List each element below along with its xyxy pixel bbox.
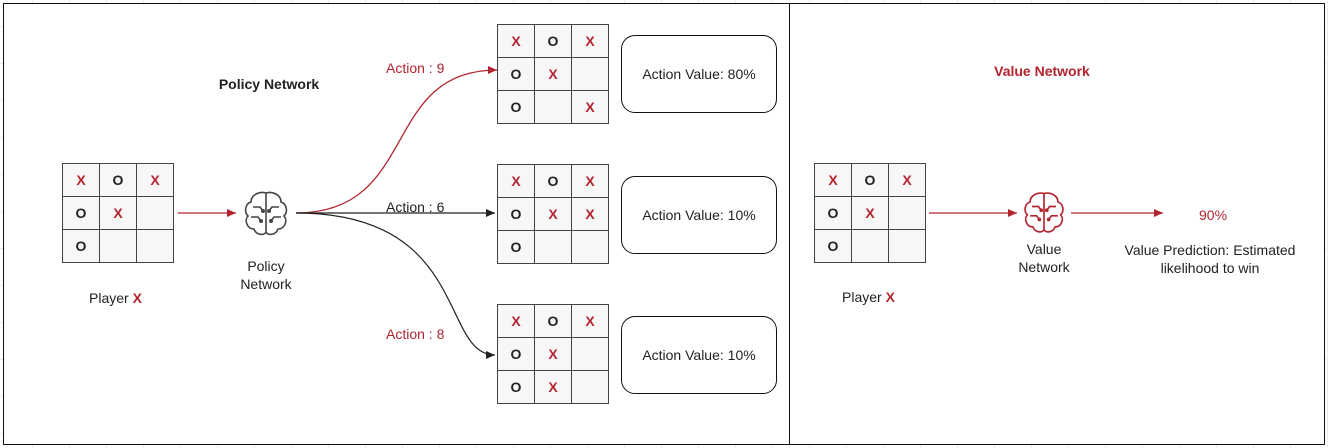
- board-cell: O: [498, 58, 535, 91]
- board-cell: X: [498, 305, 535, 338]
- board-cell: [889, 230, 926, 263]
- arrow-action-9: [295, 66, 498, 214]
- policy-icon-label: Policy Network: [240, 258, 292, 292]
- arrow-action-8: [295, 212, 496, 359]
- action-label-8: Action : 8: [386, 326, 445, 342]
- policy-network-title: Policy Network: [218, 76, 320, 92]
- board-cell: O: [63, 230, 100, 263]
- board-cell: X: [535, 58, 572, 91]
- board-cell: X: [572, 305, 609, 338]
- board-cell: O: [535, 305, 572, 338]
- board-cell: [572, 58, 609, 91]
- board-cell: X: [535, 338, 572, 371]
- value-player-label: Player X: [842, 289, 895, 305]
- board-cell: O: [535, 25, 572, 58]
- board-cell: X: [572, 198, 609, 231]
- board-cell: O: [498, 231, 535, 264]
- board-cell: X: [100, 197, 137, 230]
- board-cell: [572, 338, 609, 371]
- value-brain-icon: [1024, 192, 1064, 233]
- board-cell: [100, 230, 137, 263]
- board-cell: O: [815, 230, 852, 263]
- board-cell: X: [572, 25, 609, 58]
- board-cell: X: [498, 165, 535, 198]
- board-cell: O: [498, 338, 535, 371]
- board-cell: [852, 230, 889, 263]
- board-cell: [572, 231, 609, 264]
- value-icon-label: Value Network: [1018, 241, 1070, 275]
- board-cell: O: [63, 197, 100, 230]
- board-cell: X: [498, 25, 535, 58]
- board-cell: X: [137, 164, 174, 197]
- board-cell: X: [535, 371, 572, 404]
- value-network-title: Value Network: [994, 63, 1090, 79]
- action-value-box-8: Action Value: 10%: [621, 316, 777, 394]
- board-cell: O: [535, 165, 572, 198]
- board-cell: [137, 230, 174, 263]
- board-cell: X: [572, 165, 609, 198]
- board-cell: X: [852, 197, 889, 230]
- action-value-box-9: Action Value: 80%: [621, 35, 777, 113]
- board-cell: X: [889, 164, 926, 197]
- board-cell: [572, 371, 609, 404]
- board-cell: X: [63, 164, 100, 197]
- board-cell: X: [535, 198, 572, 231]
- policy-brain-icon: [244, 191, 288, 236]
- board-cell: O: [498, 91, 535, 124]
- board-cell: O: [852, 164, 889, 197]
- value-output-caption: Value Prediction: Estimated likelihood t…: [1124, 242, 1296, 276]
- board-cell: [535, 231, 572, 264]
- board-cell: [137, 197, 174, 230]
- action-label-6: Action : 6: [386, 199, 445, 215]
- board-cell: X: [815, 164, 852, 197]
- board-cell: [535, 91, 572, 124]
- action-label-9: Action : 9: [386, 60, 445, 76]
- value-output-percent: 90%: [1199, 207, 1228, 223]
- board-cell: [889, 197, 926, 230]
- policy-player-label: Player X: [89, 290, 142, 306]
- board-cell: X: [572, 91, 609, 124]
- action-value-box-6: Action Value: 10%: [621, 176, 777, 254]
- board-cell: O: [498, 371, 535, 404]
- board-cell: O: [100, 164, 137, 197]
- board-cell: O: [815, 197, 852, 230]
- board-cell: O: [498, 198, 535, 231]
